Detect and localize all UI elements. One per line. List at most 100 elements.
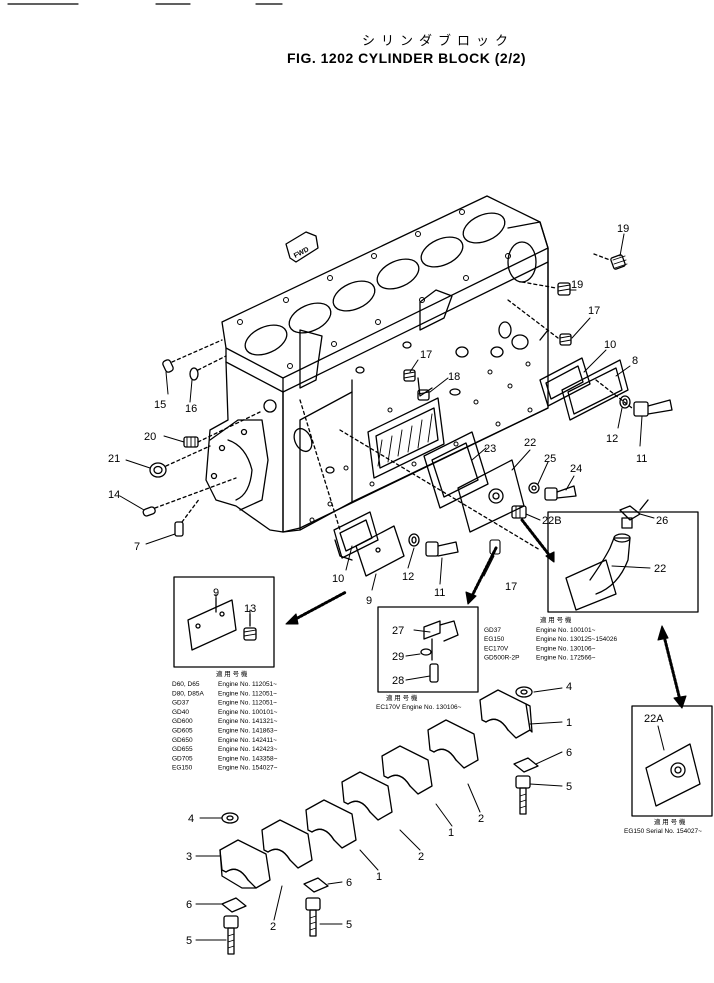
callout-6-rear: 6 <box>566 747 572 759</box>
applicability-model: GD705 <box>172 755 193 762</box>
detail-box-27-29 <box>377 606 479 693</box>
applicability-model: GD40 <box>172 709 189 716</box>
applicability-22A-heading: 適 用 号 機 <box>654 817 686 826</box>
gasket-10-front <box>333 511 379 559</box>
callout-5-mid: 5 <box>346 919 352 931</box>
applicability-engine-no: Engine No. 100101~ <box>536 627 596 634</box>
detail-box-9-13 <box>173 576 275 668</box>
callout-22: 22 <box>524 437 536 449</box>
bolt-5a <box>515 775 531 815</box>
plug-21 <box>149 445 211 478</box>
callout-1-mid: 1 <box>448 827 454 839</box>
callout-25: 25 <box>544 453 556 465</box>
applicability-mid-text: EC170V Engine No. 130106~ <box>376 704 462 711</box>
washer-25 <box>528 482 540 494</box>
lock-plate-6c <box>221 897 247 913</box>
callout-5-front: 5 <box>186 935 192 947</box>
plug-20 <box>183 411 261 448</box>
applicability-right-heading: 適 用 号 機 <box>540 615 572 624</box>
callout-22-box: 22 <box>654 563 666 575</box>
applicability-engine-no: Engine No. 141863~ <box>218 728 278 735</box>
applicability-model: D80, D85A <box>172 690 204 697</box>
applicability-mid: 適 用 号 機 EC170V Engine No. 130106~ <box>376 693 462 711</box>
detail-box-22A <box>631 705 713 817</box>
callout-13: 13 <box>244 603 256 615</box>
washer-12-front <box>408 533 420 547</box>
bearing-cap-5 <box>427 719 479 769</box>
callout-10-rear: 10 <box>604 339 616 351</box>
bearing-cap-1 <box>261 819 313 869</box>
callout-5-rear: 5 <box>566 781 572 793</box>
callout-26: 26 <box>656 515 668 527</box>
washer-4-rear <box>515 686 533 698</box>
applicability-model: EC170V <box>484 645 509 652</box>
lock-plate-6b <box>303 877 329 893</box>
callout-4-rear: 4 <box>566 681 572 693</box>
callout-15: 15 <box>154 399 166 411</box>
bearing-caps <box>219 686 539 955</box>
callout-28: 28 <box>392 675 404 687</box>
callout-27: 27 <box>392 625 404 637</box>
ring-16 <box>189 355 227 381</box>
applicability-model: GD650 <box>172 737 193 744</box>
bearing-cap-3 <box>341 771 393 821</box>
applicability-engine-no: Engine No. 112051~ <box>218 681 277 688</box>
applicability-engine-no: Engine No. 141321~ <box>218 718 278 725</box>
figure-title: FIG. 1202 CYLINDER BLOCK (2/2) <box>287 50 527 66</box>
bolt-5b <box>305 897 321 937</box>
callout-23: 23 <box>484 443 496 455</box>
callout-21: 21 <box>108 453 120 465</box>
applicability-engine-no: Engine No. 112051~ <box>218 690 277 697</box>
callout-17-center: 17 <box>420 349 432 361</box>
applicability-model: GD600 <box>172 718 193 725</box>
applicability-mid-heading: 適 用 号 機 <box>386 693 418 702</box>
plug-19-lower <box>521 281 571 296</box>
callout-11-rear: 11 <box>636 453 647 465</box>
bearing-cap-2 <box>305 799 357 849</box>
figure-title-japanese: シリンダブロック <box>362 34 515 49</box>
plug-18 <box>417 389 430 401</box>
applicability-engine-no: Engine No. 100101~ <box>218 709 278 716</box>
applicability-engine-no: Engine No. 142423~ <box>218 746 278 753</box>
applicability-model: GD37 <box>172 700 189 707</box>
applicability-model: EG150 <box>172 765 193 772</box>
callout-12-rear: 12 <box>606 433 618 445</box>
cover-9-front <box>355 525 405 577</box>
applicability-engine-no: Engine No. 143358~ <box>218 755 278 762</box>
applicability-model: GD655 <box>172 746 193 753</box>
callout-labels: 19 19 17 17 17 18 10 10 8 12 12 11 11 15… <box>108 223 668 947</box>
callout-17-lower: 17 <box>505 581 517 593</box>
callout-22A: 22A <box>644 713 664 725</box>
callout-2-front: 2 <box>270 921 276 933</box>
bolt-5c <box>223 915 239 955</box>
callout-19-top: 19 <box>617 223 629 235</box>
callout-12-front: 12 <box>402 571 414 583</box>
callout-9-box: 9 <box>213 587 219 599</box>
bearing-cap-rear <box>479 689 533 739</box>
lock-plate-6a <box>513 757 539 773</box>
applicability-engine-no: Engine No. 112051~ <box>218 700 277 707</box>
callout-24: 24 <box>570 463 582 475</box>
fwd-arrow: FWD <box>285 231 319 263</box>
callout-16: 16 <box>185 403 197 415</box>
callout-1-front: 1 <box>376 871 382 883</box>
callout-6-front: 6 <box>186 899 192 911</box>
applicability-model: D60, D65 <box>172 681 200 688</box>
callout-8: 8 <box>632 355 638 367</box>
callout-20: 20 <box>144 431 156 443</box>
applicability-engine-no: Engine No. 130125~154026 <box>536 636 618 643</box>
applicability-22A-text: EG150 Serial No. 154027~ <box>624 828 702 835</box>
washer-12-rear <box>619 395 631 409</box>
leader-lines <box>119 233 665 941</box>
callout-10-front: 10 <box>332 573 344 585</box>
cylinder-block <box>205 195 549 561</box>
applicability-left-heading: 適 用 号 機 <box>216 669 248 678</box>
applicability-model: GD605 <box>172 728 193 735</box>
callout-7: 7 <box>134 541 140 553</box>
pin-14 <box>142 477 237 517</box>
callout-2-rear: 2 <box>478 813 484 825</box>
